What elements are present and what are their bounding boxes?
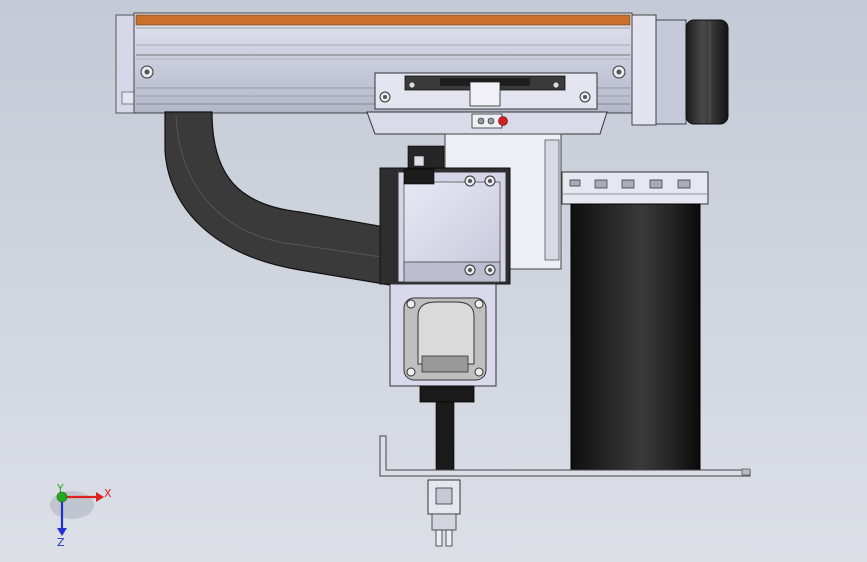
- belt-drum: [570, 203, 701, 471]
- cable-chain[interactable]: [164, 111, 391, 286]
- orientation-triad: [50, 491, 104, 536]
- triad-z-label: Z: [57, 536, 65, 549]
- gripper-head[interactable]: [379, 145, 511, 285]
- rail-drive-motor[interactable]: [685, 19, 729, 125]
- linear-rail-module[interactable]: [115, 12, 729, 126]
- base-bracket[interactable]: [379, 435, 751, 477]
- marker-dot: [498, 116, 508, 126]
- aluminum-profile[interactable]: [561, 171, 709, 205]
- rail-carriage[interactable]: [374, 72, 598, 110]
- triad-x-label: X: [104, 487, 112, 500]
- rail-screw-right: [612, 65, 626, 79]
- output-shaft: [435, 401, 455, 477]
- carriage-mount-plate[interactable]: [366, 111, 608, 135]
- rail-end-plate-right: [631, 14, 657, 126]
- rail-screw-left: [140, 65, 154, 79]
- rail-orange-strip: [135, 14, 631, 26]
- servo-motor-block[interactable]: [389, 283, 497, 403]
- end-effector[interactable]: [427, 479, 461, 547]
- triad-y-label: Y: [57, 482, 64, 495]
